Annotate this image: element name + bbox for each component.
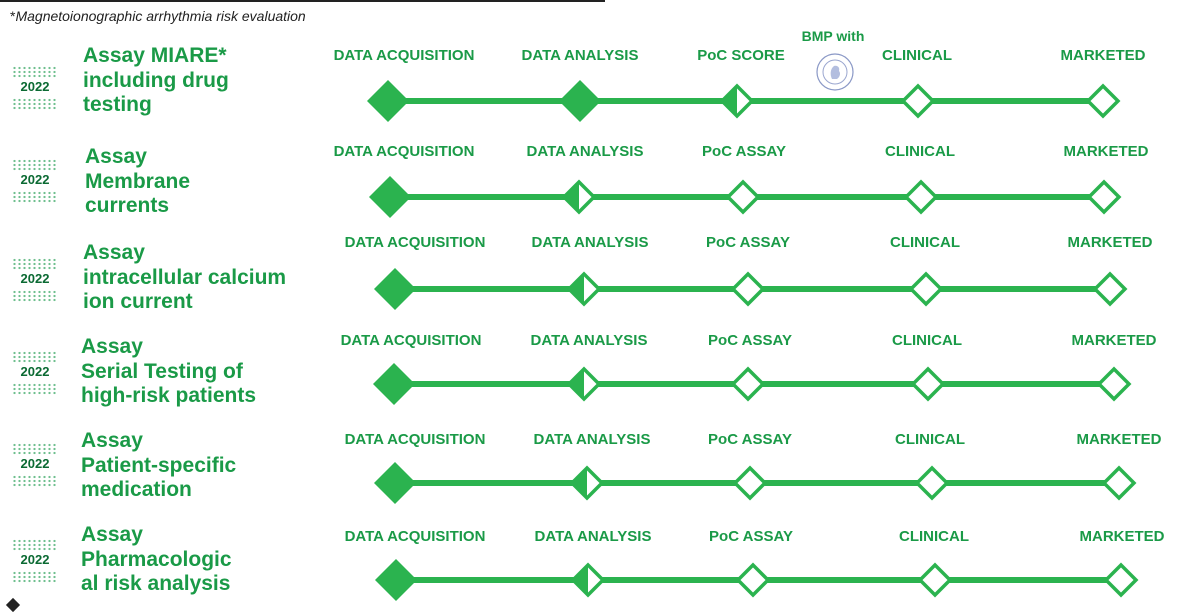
dot-pattern-icon bbox=[12, 66, 58, 78]
stage-label: MARKETED bbox=[1063, 143, 1149, 160]
corner-diamond-icon bbox=[5, 597, 21, 612]
year-badge: 2022 bbox=[12, 252, 58, 308]
stage-label: MARKETED bbox=[1079, 528, 1165, 545]
dot-pattern-icon bbox=[12, 258, 58, 270]
stage-label: PoC ASSAY bbox=[708, 332, 792, 349]
stage-label: DATA ANALYSIS bbox=[531, 234, 649, 251]
stage-label: MARKETED bbox=[1076, 431, 1162, 448]
dot-pattern-icon bbox=[12, 571, 58, 583]
dot-pattern-icon bbox=[12, 159, 58, 171]
stage-label: DATA ANALYSIS bbox=[526, 143, 644, 160]
stage-label: PoC ASSAY bbox=[709, 528, 793, 545]
footnote: *Magnetoionographic arrhythmia risk eval… bbox=[10, 8, 306, 24]
year-badge: 2022 bbox=[12, 437, 58, 493]
dot-pattern-icon bbox=[12, 290, 58, 302]
assay-title-line: ion current bbox=[83, 290, 193, 313]
year-badge: 2022 bbox=[12, 153, 58, 209]
stage-label: DATA ACQUISITION bbox=[340, 332, 482, 349]
assay-title-line: Assay bbox=[85, 145, 147, 168]
dot-pattern-icon bbox=[12, 351, 58, 363]
assay-title-line: medication bbox=[81, 478, 192, 501]
stage-label: PoC ASSAY bbox=[706, 234, 790, 251]
assay-title-line: Patient-specific bbox=[81, 453, 237, 477]
dot-pattern-icon bbox=[12, 98, 58, 110]
assay-title-line: including drug bbox=[83, 68, 229, 92]
year-badge: 2022 bbox=[12, 345, 58, 401]
assay-title-line: Assay MIARE* bbox=[83, 44, 227, 67]
assay-title-line: intracellular calcium bbox=[83, 265, 287, 289]
stage-label: PoC ASSAY bbox=[708, 431, 792, 448]
assay-title-line: Serial Testing of bbox=[81, 359, 243, 383]
year-badge: 2022 bbox=[12, 533, 58, 589]
assay-title-line: Pharmacologic bbox=[81, 547, 232, 571]
year-label: 2022 bbox=[20, 271, 50, 286]
assay-title-line: Assay bbox=[81, 335, 143, 358]
stage-label: DATA ANALYSIS bbox=[534, 528, 652, 545]
stage-label: DATA ACQUISITION bbox=[333, 47, 475, 64]
assay-title-line: high-risk patients bbox=[81, 384, 257, 407]
top-divider-line bbox=[0, 0, 605, 2]
year-label: 2022 bbox=[20, 172, 50, 187]
dot-pattern-icon bbox=[12, 443, 58, 455]
stage-label: DATA ANALYSIS bbox=[530, 332, 648, 349]
stage-label: DATA ANALYSIS bbox=[521, 47, 639, 64]
assay-title-line: Membrane bbox=[85, 169, 191, 193]
stage-label: PoC SCORE bbox=[697, 47, 785, 64]
dot-pattern-icon bbox=[12, 191, 58, 203]
stage-label: DATA ACQUISITION bbox=[344, 528, 486, 545]
stage-label: DATA ACQUISITION bbox=[333, 143, 475, 160]
university-seal-icon bbox=[815, 52, 855, 92]
assay-title-line: currents bbox=[85, 194, 170, 217]
year-label: 2022 bbox=[20, 456, 50, 471]
stage-label: MARKETED bbox=[1060, 47, 1146, 64]
stage-label: CLINICAL bbox=[899, 528, 969, 545]
assay-title-line: Assay bbox=[81, 523, 143, 546]
year-label: 2022 bbox=[20, 79, 50, 94]
stage-label: MARKETED bbox=[1071, 332, 1157, 349]
assay-title-line: al risk analysis bbox=[81, 572, 231, 595]
dot-pattern-icon bbox=[12, 475, 58, 487]
stage-label: CLINICAL bbox=[882, 47, 952, 64]
stage-label: DATA ANALYSIS bbox=[533, 431, 651, 448]
stage-label: DATA ACQUISITION bbox=[344, 431, 486, 448]
stage-label: DATA ACQUISITION bbox=[344, 234, 486, 251]
assay-title-line: Assay bbox=[83, 241, 145, 264]
year-badge: 2022 bbox=[12, 60, 58, 116]
year-label: 2022 bbox=[20, 552, 50, 567]
dot-pattern-icon bbox=[12, 383, 58, 395]
dot-pattern-icon bbox=[12, 539, 58, 551]
stage-label: CLINICAL bbox=[892, 332, 962, 349]
stage-label: CLINICAL bbox=[885, 143, 955, 160]
assay-title-line: Assay bbox=[81, 429, 143, 452]
assay-title-line: testing bbox=[83, 93, 152, 116]
stage-label: CLINICAL bbox=[890, 234, 960, 251]
stage-label: MARKETED bbox=[1067, 234, 1153, 251]
bmp-partner-label: BMP with bbox=[801, 28, 865, 44]
stage-label: CLINICAL bbox=[895, 431, 965, 448]
stage-label: PoC ASSAY bbox=[702, 143, 786, 160]
year-label: 2022 bbox=[20, 364, 50, 379]
